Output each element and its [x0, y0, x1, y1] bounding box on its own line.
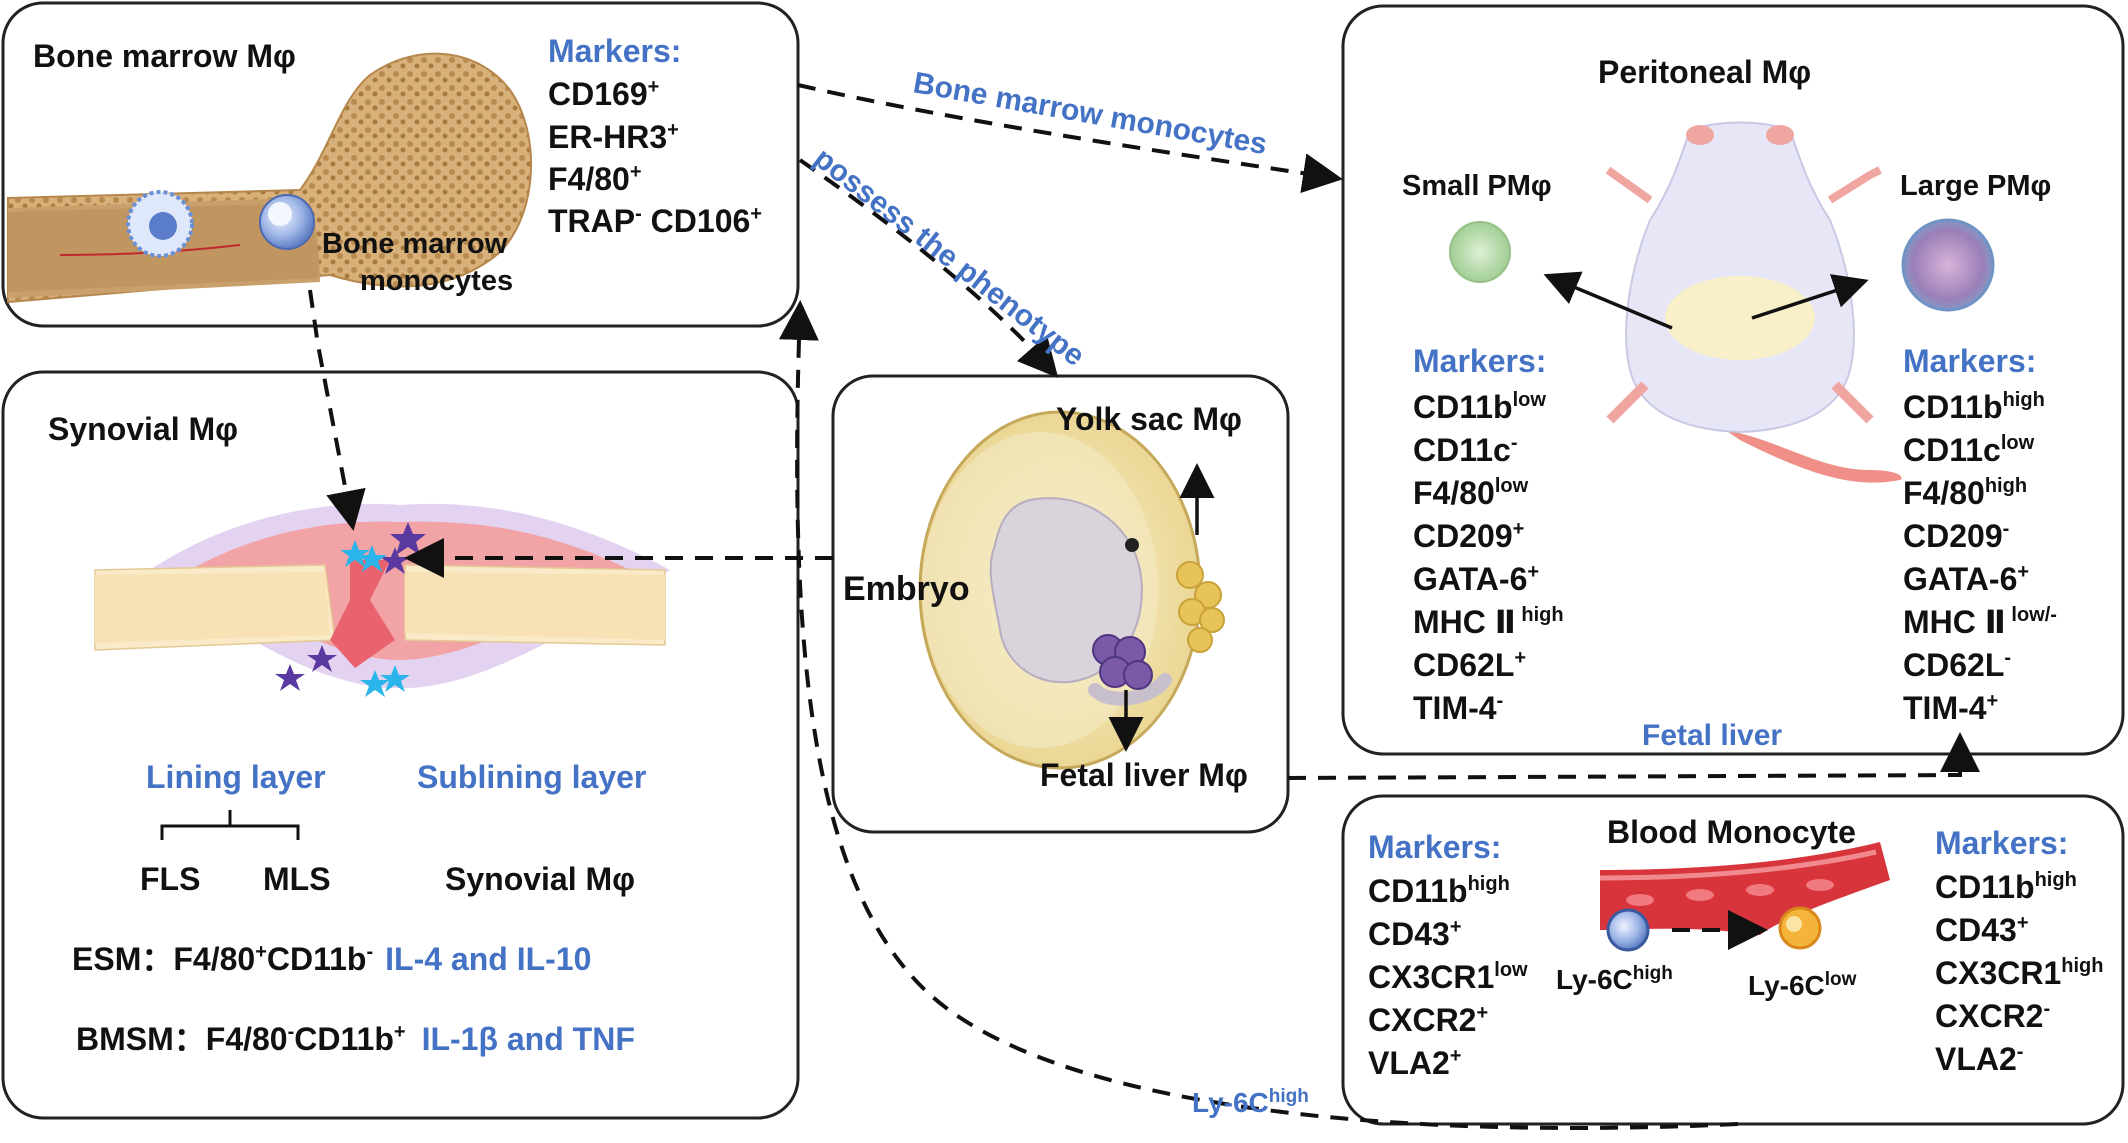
large-pm-marker-5: GATA-6+ [1903, 561, 2029, 597]
blood-right-marker-4: CXCR2- [1935, 998, 2050, 1034]
bone-marrow-marker-1: CD169+ [548, 76, 659, 112]
blood-left-marker-2: CD43+ [1368, 916, 1462, 952]
yolk-sac-label: Yolk sac Mφ [1056, 401, 1242, 437]
blood-left-marker-3: CX3CR1low [1368, 959, 1528, 995]
bone-marrow-markers-title: Markers: [548, 33, 681, 69]
blood-right-markers-title: Markers: [1935, 825, 2068, 861]
synovial-mphi-label: Synovial Mφ [445, 861, 635, 897]
mls-label: MLS [263, 861, 331, 897]
large-pm-marker-2: CD11clow [1903, 432, 2035, 468]
embryo-panel: Yolk sac Mφ Embryo Fetal liver Mφ [831, 374, 1290, 834]
lining-layer-bracket [160, 810, 300, 840]
blood-monocyte-panel: Blood Monocyte Markers: Markers: CD11bhi… [1341, 794, 2125, 1126]
large-pm-label: Large PMφ [1900, 170, 2051, 202]
large-pm-marker-3: F4/80high [1903, 475, 2027, 511]
arrow-blood-to-bm-label: Ly-6Chigh [1192, 1086, 1309, 1118]
to-large-pm-arrow [1751, 274, 1869, 320]
mouse-illustration [1605, 121, 1902, 483]
large-pm-marker-7: CD62L- [1903, 647, 2011, 683]
large-pm-marker-4: CD209- [1903, 518, 2009, 554]
small-pm-marker-8: TIM-4- [1413, 690, 1503, 726]
bmsm-line: BMSM：F4/80-CD11b+IL-1β and TNF [76, 1021, 635, 1057]
sublining-layer-label: Sublining layer [417, 759, 646, 795]
blood-monocyte-title: Blood Monocyte [1607, 814, 1856, 850]
arrow-bm-to-embryo-label: possess the phenotype [808, 142, 1091, 373]
arrow-bm-to-peritoneal-label: Bone marrow monocytes [911, 66, 1270, 161]
yolk-sac-cells [1176, 561, 1225, 653]
fls-label: FLS [140, 861, 200, 897]
blood-left-marker-1: CD11bhigh [1368, 873, 1510, 909]
blood-right-marker-3: CX3CR1high [1935, 955, 2103, 991]
blood-right-marker-2: CD43+ [1935, 912, 2029, 948]
small-pm-cell [1449, 221, 1511, 283]
blood-right-marker-5: VLA2- [1935, 1041, 2023, 1077]
bone-marrow-marker-2: ER-HR3+ [548, 119, 679, 155]
fetal-liver-cells [1092, 634, 1153, 690]
arrow-blood-to-bone-marrow [778, 300, 1739, 1130]
peritoneal-title: Peritoneal Mφ [1598, 54, 1811, 90]
bone-marrow-marker-3: F4/80+ [548, 161, 642, 197]
bone-marrow-marker-4: TRAP- CD106+ [548, 203, 762, 239]
small-pm-marker-7: CD62L+ [1413, 647, 1526, 683]
small-pm-marker-2: CD11c- [1413, 432, 1518, 468]
large-pm-cell [1901, 218, 1995, 312]
large-pm-marker-8: TIM-4+ [1903, 690, 1998, 726]
bone-marrow-panel: Bone marrow Mφ Markers: CD169+ ER-HR3+ F… [1, 1, 800, 328]
fetal-liver-label: Fetal liver Mφ [1040, 757, 1248, 793]
small-pm-marker-5: GATA-6+ [1413, 561, 1539, 597]
to-small-pm-arrow [1543, 271, 1673, 330]
blood-left-marker-4: CXCR2+ [1368, 1002, 1488, 1038]
synovial-title: Synovial Mφ [48, 411, 238, 447]
small-pm-marker-1: CD11blow [1413, 389, 1546, 425]
synovial-panel: Synovial Mφ Lining layer [1, 370, 800, 1120]
peritoneal-cavity [1665, 276, 1815, 360]
arrow-bm-to-embryo [798, 158, 1059, 379]
large-pm-marker-6: MHC Ⅱ low/- [1903, 604, 2057, 640]
arrow-fetal-liver-label: Fetal liver [1642, 719, 1782, 752]
blood-left-markers-title: Markers: [1368, 829, 1501, 865]
peritoneal-panel: Peritoneal Mφ Small PMφ Large PMφ Marker… [1341, 4, 2125, 756]
bone-marrow-monocytes-label-line1: Bone marrow [322, 228, 508, 260]
bone-illustration [7, 52, 533, 304]
esm-line: ESM：F4/80+CD11b-IL-4 and IL-10 [72, 941, 591, 977]
arrow-bm-to-peritoneal [797, 83, 1343, 193]
small-pm-label: Small PMφ [1402, 170, 1552, 202]
arrow-fetal-liver-to-peritoneal [1287, 732, 1980, 780]
ly6c-high-label: Ly-6Chigh [1556, 963, 1673, 995]
small-pm-marker-4: CD209+ [1413, 518, 1524, 554]
embryo-label: Embryo [843, 570, 970, 608]
ly6c-high-monocyte-cell [1606, 908, 1650, 952]
ly6c-low-label: Ly-6Clow [1748, 969, 1857, 1001]
small-pm-markers-title: Markers: [1413, 343, 1546, 379]
small-pm-marker-3: F4/80low [1413, 475, 1529, 511]
bone-marrow-monocytes-label-line2: monocytes [360, 265, 513, 297]
large-pm-marker-1: CD11bhigh [1903, 389, 2045, 425]
lining-layer-label: Lining layer [146, 759, 326, 795]
small-pm-marker-6: MHC Ⅱ high [1413, 604, 1564, 640]
blood-vessel-illustration [1599, 842, 1890, 952]
bone-marrow-title: Bone marrow Mφ [33, 38, 296, 74]
blood-right-marker-1: CD11bhigh [1935, 869, 2077, 905]
synovial-box [1, 370, 800, 1120]
blood-left-marker-5: VLA2+ [1368, 1045, 1461, 1081]
large-pm-markers-title: Markers: [1903, 343, 2036, 379]
